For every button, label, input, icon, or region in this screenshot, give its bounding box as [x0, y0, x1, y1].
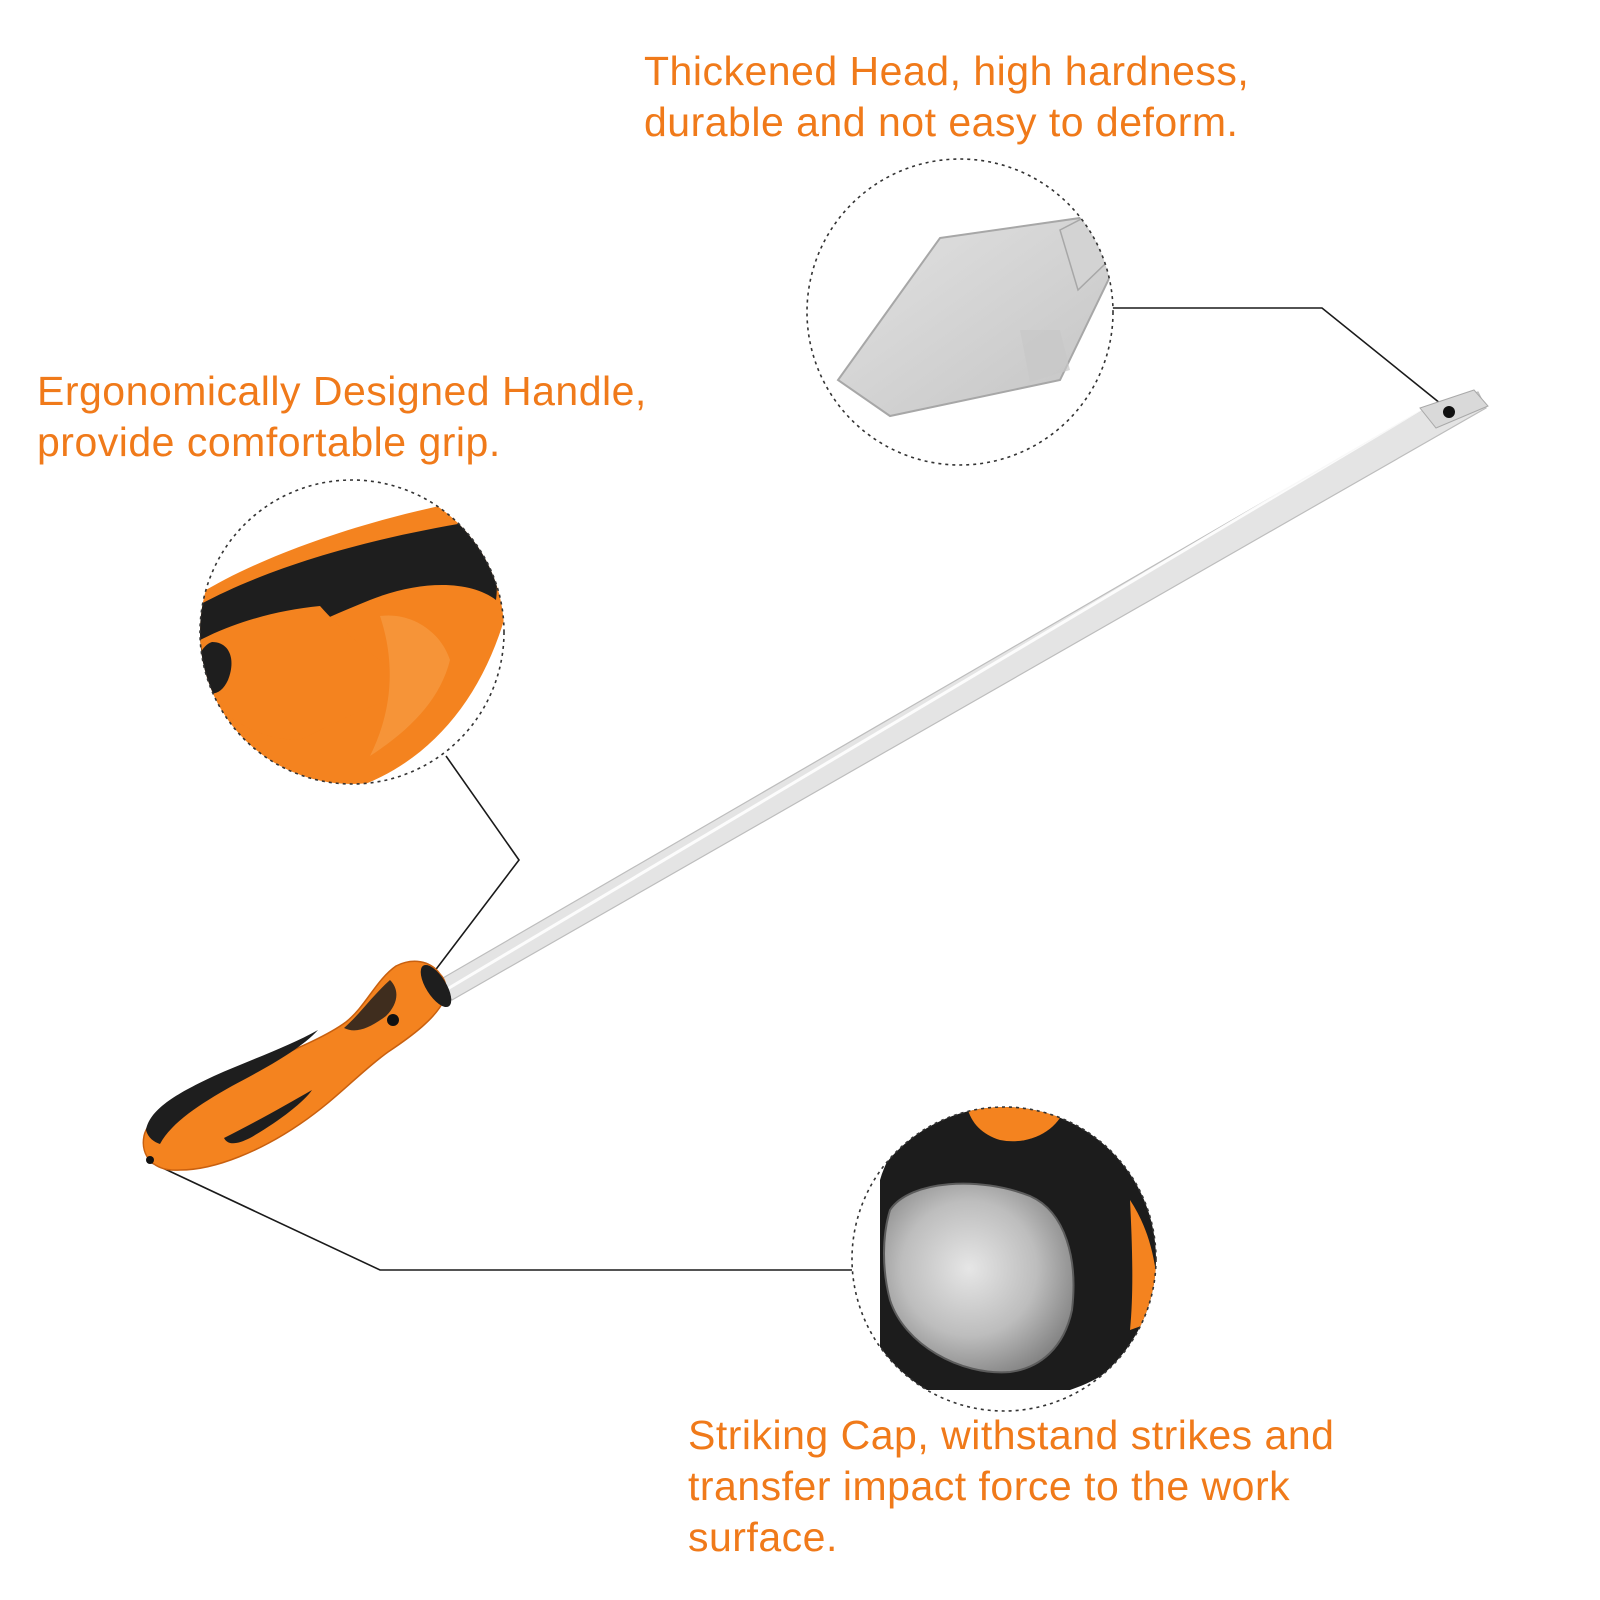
callout-cap-line1: Striking Cap, withstand strikes and [688, 1412, 1335, 1458]
screwdriver-handle [142, 960, 452, 1171]
leader-line-cap [149, 1161, 852, 1271]
callout-head-line1: Thickened Head, high hardness, [644, 48, 1250, 94]
head-pointer-dot [1443, 406, 1455, 418]
callout-ergonomic-handle: Ergonomically Designed Handle, provide c… [37, 366, 647, 468]
callout-cap-line2: transfer impact force to the work [688, 1463, 1291, 1509]
leader-line-head [1112, 307, 1452, 413]
leader-lines [149, 307, 1452, 1271]
callout-handle-line1: Ergonomically Designed Handle, [37, 368, 647, 414]
callout-striking-cap: Striking Cap, withstand strikes and tran… [688, 1410, 1334, 1563]
callout-handle-line2: provide comfortable grip. [37, 419, 501, 465]
striking-cap-closeup [883, 1182, 1075, 1374]
detail-circle-handle [199, 479, 505, 785]
handle-pointer-dot [387, 1014, 399, 1026]
cap-pointer-dot [146, 1156, 154, 1164]
callout-cap-line3: surface. [688, 1514, 838, 1560]
detail-circle-cap [851, 1106, 1157, 1412]
detail-circle-head [806, 158, 1114, 466]
callout-thickened-head: Thickened Head, high hardness, durable a… [644, 46, 1249, 148]
screwdriver-shaft [435, 391, 1487, 1001]
leader-line-handle [395, 755, 520, 1023]
screwdriver [142, 389, 1489, 1171]
callout-head-line2: durable and not easy to deform. [644, 99, 1239, 145]
